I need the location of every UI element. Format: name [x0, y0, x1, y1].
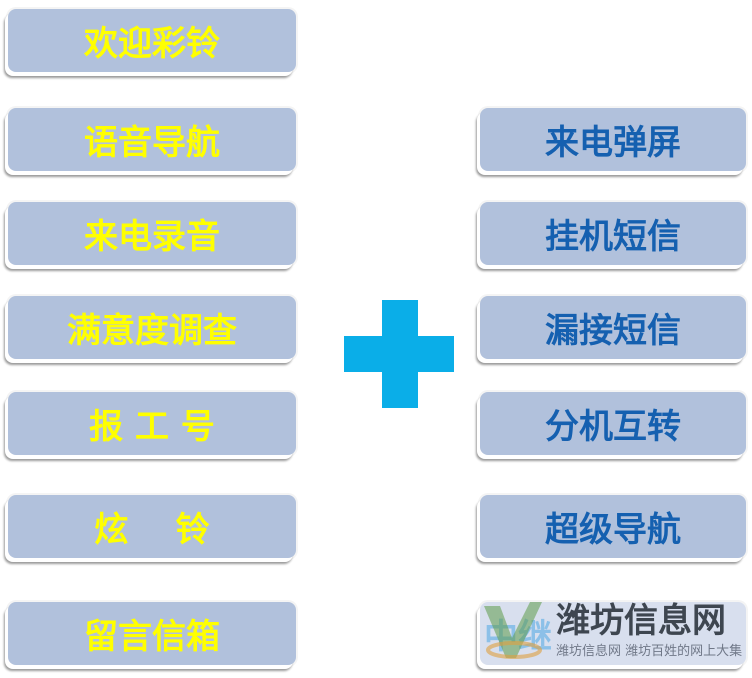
- cool-ringtone-button[interactable]: 炫 铃: [8, 495, 296, 558]
- report-job-number-button[interactable]: 报 工 号: [8, 392, 296, 455]
- call-recording-button[interactable]: 来电录音: [8, 202, 296, 265]
- trunk-button[interactable]: 中继: [480, 602, 746, 665]
- caller-popup-button[interactable]: 来电弹屏: [480, 108, 746, 171]
- voice-navigation-button[interactable]: 语音导航: [8, 108, 296, 171]
- voicemail-button[interactable]: 留言信箱: [8, 602, 296, 665]
- plus-icon-bar: [344, 336, 454, 372]
- extension-transfer-button[interactable]: 分机互转: [480, 392, 746, 455]
- hangup-sms-button[interactable]: 挂机短信: [480, 202, 746, 265]
- welcome-ringtone-button[interactable]: 欢迎彩铃: [8, 9, 296, 72]
- super-navigation-button[interactable]: 超级导航: [480, 495, 746, 558]
- satisfaction-survey-button[interactable]: 满意度调查: [8, 296, 296, 359]
- missed-call-sms-button[interactable]: 漏接短信: [480, 296, 746, 359]
